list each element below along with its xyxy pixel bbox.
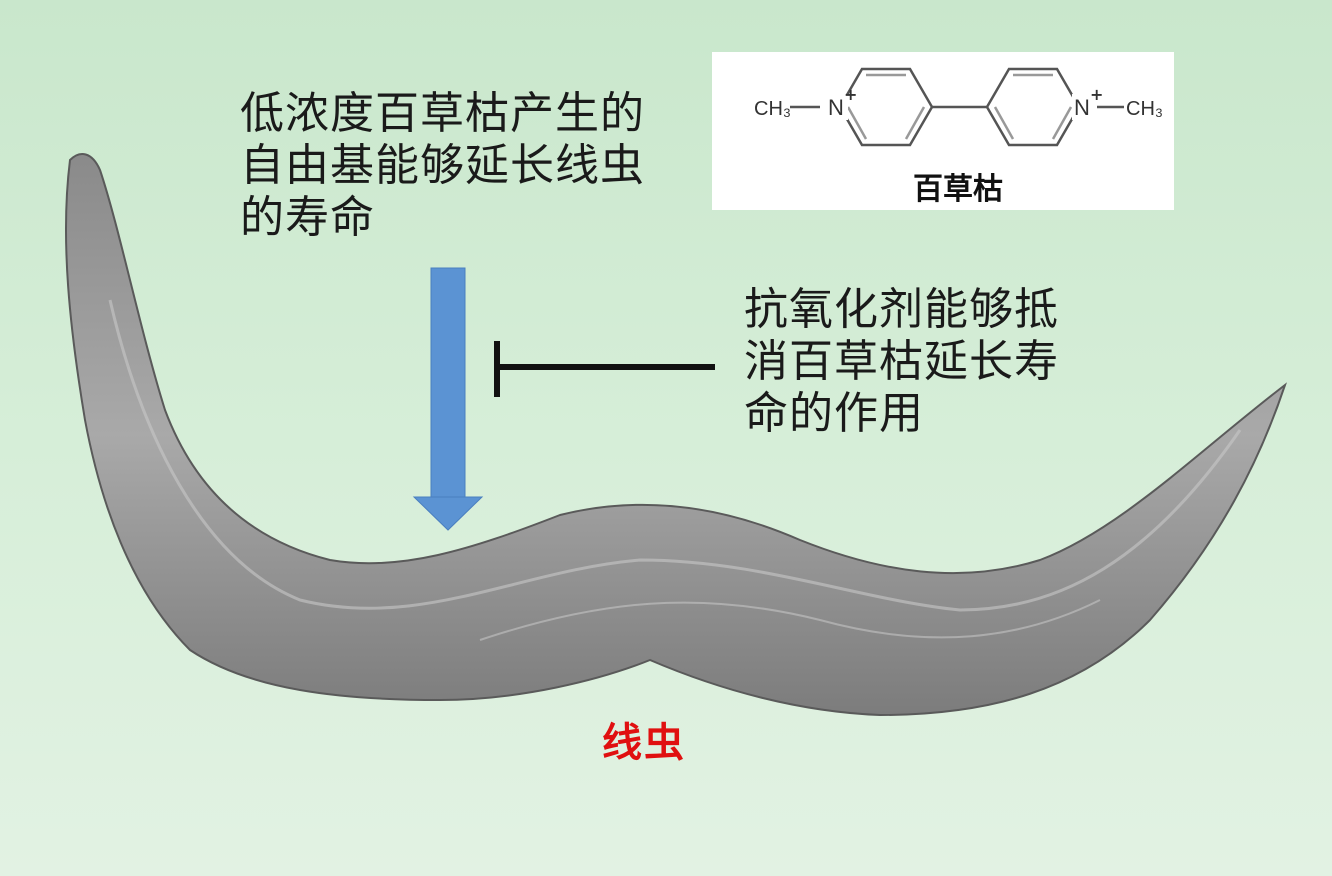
worm-intestine-line (479, 599, 1101, 641)
inhibit-annotation: 抗氧化剂能够抵消百草枯延长寿命的作用 (744, 284, 1059, 439)
left-charge: + (844, 85, 857, 104)
organism-label: 线虫 (602, 720, 686, 766)
left-nitrogen: N (828, 95, 844, 120)
promote-arrow (412, 267, 484, 531)
paraquat-structure: CH₃ N + N + CH₃ (754, 67, 1163, 147)
left-methyl: CH₃ (754, 98, 791, 120)
paraquat-structure-panel: CH₃ N + N + CH₃ 百草枯 (712, 52, 1174, 210)
worm-gut-line (108, 299, 1242, 612)
right-nitrogen: N (1074, 95, 1090, 120)
right-methyl: CH₃ (1126, 98, 1163, 120)
compound-name: 百草枯 (913, 172, 1003, 207)
right-charge: + (1090, 85, 1103, 104)
nematode-worm-image (64, 153, 1287, 717)
inhibit-symbol (494, 341, 715, 397)
promote-annotation: 低浓度百草枯产生的自由基能够延长线虫的寿命 (240, 88, 645, 243)
